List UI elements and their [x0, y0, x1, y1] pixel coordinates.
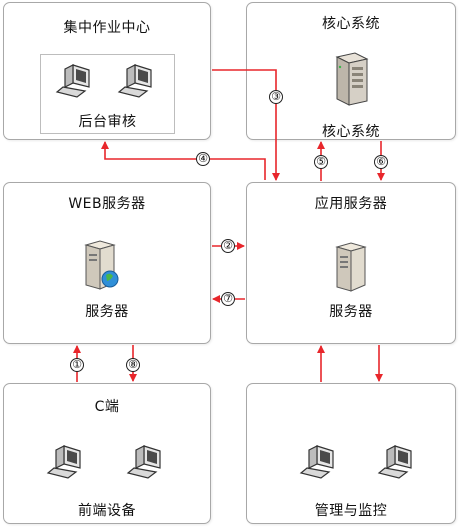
workstation-icon — [46, 445, 81, 479]
ops-center-title: 集中作业中心 — [63, 20, 151, 36]
step-label-7: ⑦ — [223, 292, 233, 305]
step-label-6: ⑥ — [376, 155, 386, 168]
workstation-icon — [126, 445, 161, 479]
step-badge-3 — [269, 90, 283, 104]
step-badge-1 — [70, 358, 84, 372]
core-system-label: 核心系统 — [322, 124, 380, 140]
step-badge-5 — [314, 155, 328, 169]
step-label-8: ⑧ — [128, 358, 138, 371]
web-server-icon — [84, 240, 119, 290]
step-label-5: ⑤ — [316, 155, 326, 168]
arrow-step-3 — [212, 69, 280, 181]
step-badge-8 — [126, 358, 140, 372]
tower-server-icon — [335, 52, 369, 106]
step-badge-4 — [196, 152, 210, 166]
web-server-title: WEB服务器 — [68, 196, 146, 212]
arrow-step-4 — [101, 141, 266, 180]
step-label-2: ② — [223, 239, 233, 252]
web-server-label: 服务器 — [85, 304, 129, 320]
app-server-title: 应用服务器 — [314, 196, 388, 212]
client-box: C端 前端设备 — [3, 383, 211, 524]
client-title: C端 — [94, 399, 120, 415]
audit-panel: 后台审核 — [40, 54, 175, 134]
workstation-icon — [377, 445, 412, 479]
step-badge-7 — [221, 292, 235, 306]
mgmt-label: 管理与监控 — [314, 503, 388, 519]
audit-label: 后台审核 — [78, 114, 137, 130]
workstation-icon — [299, 445, 334, 479]
step-label-4: ④ — [198, 152, 208, 165]
workstation-icon — [117, 64, 152, 98]
web-server-box: WEB服务器 服务器 — [3, 182, 211, 344]
ops-center-box: 集中作业中心 后台审核 — [3, 2, 211, 140]
step-badge-6 — [374, 155, 388, 169]
app-server-box: 应用服务器 服务器 — [246, 182, 456, 344]
client-label: 前端设备 — [78, 503, 136, 519]
server-icon — [335, 242, 367, 292]
app-server-label: 服务器 — [329, 304, 373, 320]
core-system-box: 核心系统 核心系统 — [246, 2, 456, 140]
step-badge-2 — [221, 239, 235, 253]
core-system-title: 核心系统 — [322, 16, 380, 32]
step-label-1: ① — [72, 358, 82, 371]
workstation-icon — [55, 64, 90, 98]
step-label-3: ③ — [271, 90, 281, 103]
mgmt-box: 管理与监控 — [246, 383, 456, 524]
